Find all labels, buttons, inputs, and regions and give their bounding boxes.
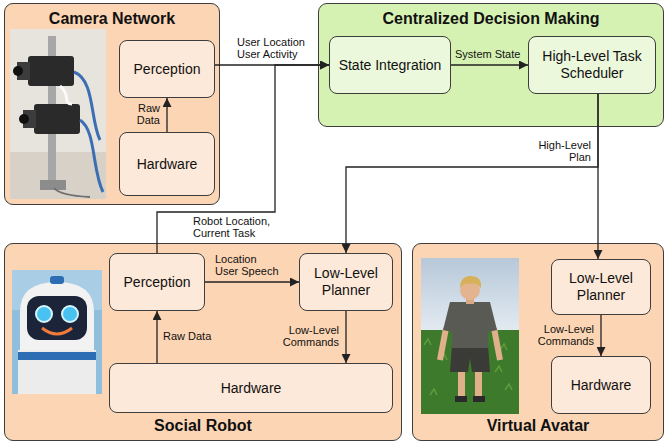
edge-label: Low-Level Commands — [276, 324, 340, 348]
process-box: State Integration — [329, 36, 451, 94]
process-box: Low-Level Planner — [551, 259, 651, 315]
box-label: Low-Level Planner — [560, 270, 642, 304]
group-panel: Centralized Decision MakingState Integra… — [318, 3, 664, 127]
process-box: Hardware — [119, 132, 215, 196]
edge-label: Raw Data — [162, 330, 212, 342]
edge-label: Raw Data — [129, 102, 161, 126]
label-holder: System State — [454, 48, 521, 60]
group-panel: Social Robot Perception Low-Level PlannerH… — [4, 243, 402, 441]
label-holder: High-Level Plan — [528, 139, 592, 163]
process-box: Perception — [119, 40, 215, 98]
flow-arrow — [215, 64, 329, 65]
group-panel: Camera NetworkPerceptionHardware — [4, 3, 220, 205]
panel-title: Centralized Decision Making — [383, 9, 600, 28]
edge-label: Low-Level Commands — [531, 323, 595, 347]
box-label: High-Level Task Scheduler — [537, 48, 647, 82]
box-label: Perception — [124, 274, 191, 291]
label-holder: Raw Data — [162, 330, 212, 342]
panel-title: Virtual Avatar — [487, 416, 590, 435]
box-label: Low-Level Planner — [308, 265, 384, 299]
process-box: Low-Level Planner — [299, 253, 393, 311]
label-holder: User Location User Activity — [236, 36, 318, 60]
edge-label: Robot Location, Current Task — [192, 215, 284, 239]
process-box: Hardware — [551, 356, 651, 414]
edge-label: High-Level Plan — [528, 139, 592, 163]
edge-label: User Location User Activity — [236, 36, 318, 60]
label-holder: Location User Speech — [214, 253, 282, 277]
label-holder: Low-Level Commands — [531, 323, 595, 347]
edge-label: Location User Speech — [214, 253, 282, 277]
box-label: Perception — [134, 61, 201, 78]
label-holder: Robot Location, Current Task — [192, 215, 284, 239]
edge-label: System State — [454, 48, 521, 60]
process-box: High-Level Task Scheduler — [528, 36, 656, 94]
label-holder: Low-Level Commands — [276, 324, 340, 348]
process-box: Perception — [109, 253, 205, 311]
process-box: Hardware — [109, 363, 393, 413]
box-label: Hardware — [571, 377, 632, 394]
panel-title: Camera Network — [49, 9, 175, 28]
panel-title: Social Robot — [154, 416, 252, 435]
label-holder: Raw Data — [129, 102, 161, 126]
box-label: State Integration — [339, 57, 442, 74]
box-label: Hardware — [221, 380, 282, 397]
box-label: Hardware — [137, 156, 198, 173]
